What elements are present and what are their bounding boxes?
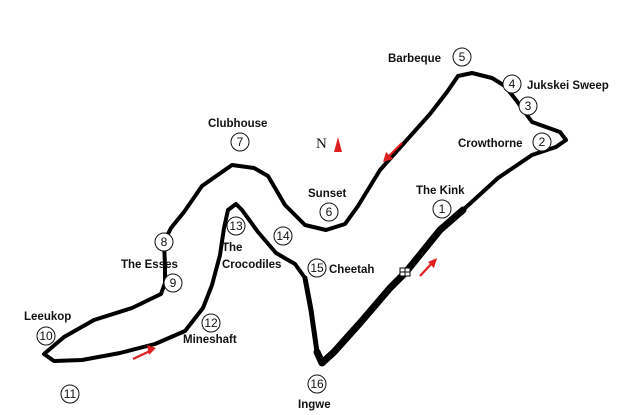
corner-marker-13: 13 [226, 216, 246, 236]
north-label: N [316, 136, 327, 152]
corner-marker-8: 8 [154, 232, 174, 252]
svg-text:13: 13 [229, 219, 243, 233]
start-finish-marker [399, 267, 411, 277]
svg-text:1: 1 [439, 202, 446, 216]
svg-text:11: 11 [64, 387, 77, 401]
corner-marker-14: 14 [273, 226, 293, 246]
label-mineshaft: Mineshaft [183, 334, 237, 346]
svg-text:9: 9 [170, 276, 177, 290]
label-the-crocodiles-line2: Crocodiles [222, 259, 281, 271]
label-crowthorne: Crowthorne [458, 138, 523, 150]
svg-text:4: 4 [509, 77, 516, 91]
direction-arrow-leeukop [132, 345, 156, 360]
svg-text:14: 14 [276, 229, 290, 243]
svg-text:3: 3 [525, 99, 532, 113]
svg-text:7: 7 [237, 135, 244, 149]
corner-marker-1: 1 [432, 199, 452, 219]
corner-marker-2: 2 [532, 132, 552, 152]
north-arrow-icon [334, 137, 342, 152]
corner-marker-6: 6 [319, 202, 339, 222]
label-the-kink: The Kink [416, 185, 465, 197]
ingwe-descent [302, 275, 320, 355]
label-sunset: Sunset [308, 188, 347, 200]
corner-marker-11: 11 [60, 384, 80, 404]
svg-text:5: 5 [459, 50, 466, 64]
corner-marker-15: 15 [307, 258, 327, 278]
label-leeukop: Leeukop [24, 311, 71, 323]
corner-marker-10: 10 [36, 326, 56, 346]
corner-marker-4: 4 [502, 74, 522, 94]
svg-text:12: 12 [204, 316, 218, 330]
label-ingwe: Ingwe [298, 399, 331, 411]
direction-arrow-main-straight [419, 258, 437, 277]
label-clubhouse: Clubhouse [208, 118, 267, 130]
label-jukskei-sweep: Jukskei Sweep [527, 80, 609, 92]
label-barbeque: Barbeque [388, 53, 441, 65]
label-the-esses: The Esses [121, 259, 178, 271]
svg-text:6: 6 [326, 205, 333, 219]
track-outline [42, 71, 568, 365]
corner-marker-16: 16 [307, 374, 327, 394]
svg-text:15: 15 [310, 261, 324, 275]
corner-marker-5: 5 [452, 47, 472, 67]
svg-text:10: 10 [39, 329, 53, 343]
main-straight [313, 206, 467, 367]
corner-marker-7: 7 [230, 132, 250, 152]
corner-marker-12: 12 [201, 313, 221, 333]
svg-text:2: 2 [539, 135, 546, 149]
corner-marker-3: 3 [518, 96, 538, 116]
label-cheetah: Cheetah [329, 264, 374, 276]
direction-arrow-sunset [383, 142, 403, 162]
corner-marker-9: 9 [163, 273, 183, 293]
svg-text:8: 8 [161, 235, 168, 249]
svg-text:16: 16 [310, 377, 324, 391]
label-the-crocodiles-line1: The [222, 242, 242, 254]
